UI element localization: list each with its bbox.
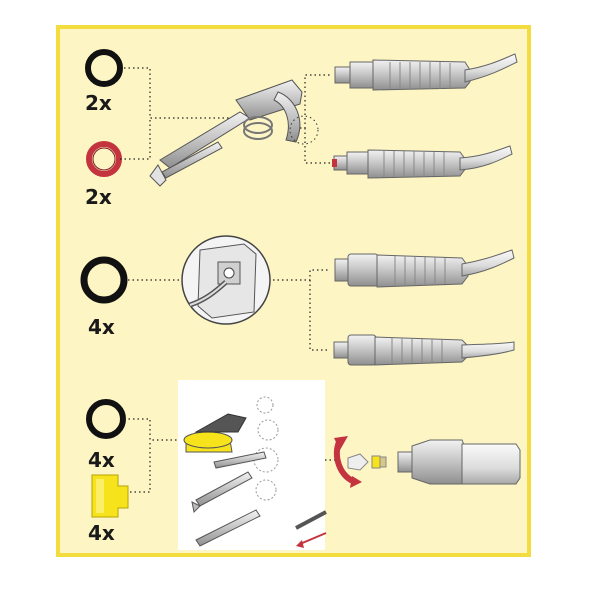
quantity-label: 2x	[85, 185, 112, 209]
quantity-label: 4x	[88, 315, 115, 339]
quantity-label: 2x	[85, 91, 112, 115]
spray-gun-illustration	[149, 79, 319, 187]
machine-coupling-illustration	[334, 249, 515, 288]
hose-coupling-illustration	[334, 53, 518, 91]
rotation-detail-illustration	[333, 436, 521, 488]
red-o-ring-icon	[86, 141, 122, 177]
machine-connection-illustration	[181, 235, 271, 325]
quantity-label: 4x	[88, 521, 115, 545]
red-o-ring-inner-icon	[92, 147, 116, 171]
black-o-ring-icon	[85, 49, 123, 87]
hose-coupling-illustration	[332, 145, 513, 179]
yellow-clip-icon	[91, 474, 129, 518]
black-o-ring-icon	[86, 399, 126, 439]
large-black-o-ring-icon	[80, 256, 128, 304]
accessories-illustration	[178, 380, 327, 550]
quantity-label: 4x	[88, 448, 115, 472]
machine-coupling-illustration	[333, 334, 515, 366]
